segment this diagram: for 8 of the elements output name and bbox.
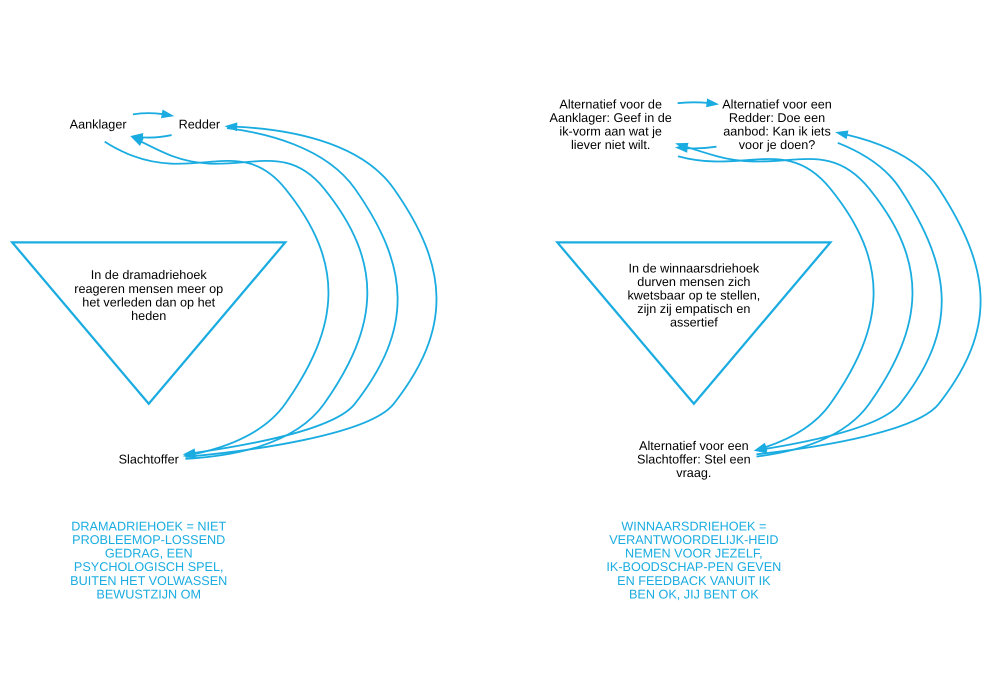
node-text: Alternatief voor de Aanklager: Geef in de ik-vorm aan wat je liever niet wilt. [550,97,672,152]
node-text: Aanklager [70,118,127,132]
node-text: Redder [178,118,220,132]
node-text: Slachtoffer [118,452,179,467]
node-text: Alternatief voor een Redder: Doe een aanbod: Kan ik iets voor je doen? [722,97,832,152]
node-text: Alternatief voor een Slachtoffer: Stel een vraag. [637,439,751,480]
label: WINNAARSDRIEHOEK = VERANTWOORDELIJK-HEID NEMEN VOOR JEZELF, IK-BOODSCHAP-PEN GEVEN EN FEEDBACK VANUIT IK BEN OK, JIJ BENT OK [606,520,782,602]
label: DRAMADRIEHOEK = NIET PROBLEEMOP-LOSSEND GEDRAG, EEN PSYCHOLOGISCH SPEL, BUITEN HET VOLWASSEN BEWUSTZIJN OM [70,520,228,602]
